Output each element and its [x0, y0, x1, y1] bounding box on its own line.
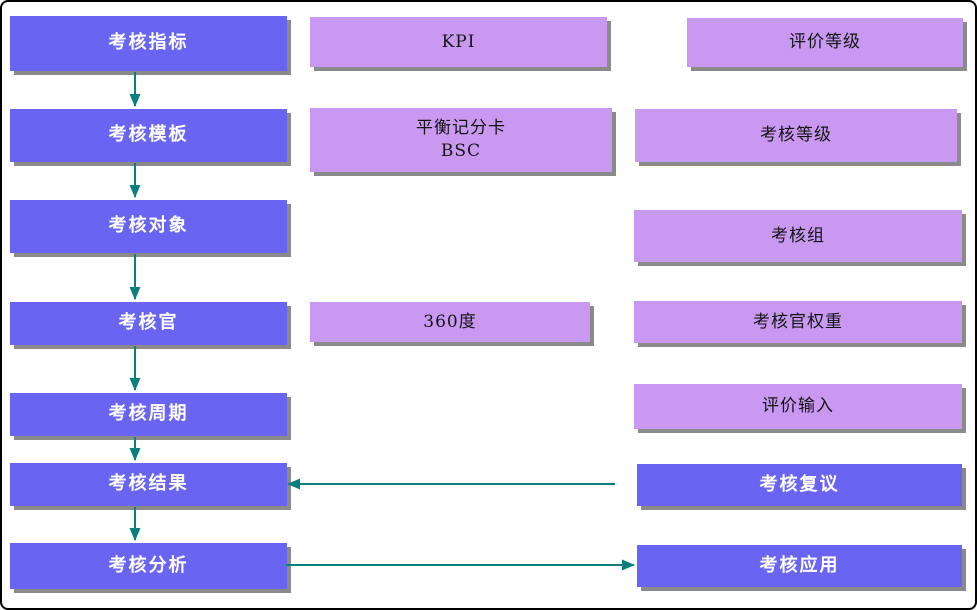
review-box-reappeal: 考核复议 [637, 464, 962, 506]
config-box-evaluation-input: 评价输入 [634, 384, 962, 429]
flow-step-result: 考核结果 [10, 463, 287, 506]
config-box-assessor-weight: 考核官权重 [634, 301, 962, 343]
method-box-bsc: 平衡记分卡 BSC [310, 108, 612, 172]
method-box-kpi: KPI [310, 17, 607, 67]
config-box-rating-level: 评价等级 [687, 18, 963, 67]
flow-step-object: 考核对象 [10, 200, 287, 253]
flow-step-indicators: 考核指标 [10, 16, 287, 71]
config-box-assessment-level: 考核等级 [635, 109, 957, 162]
flow-step-template: 考核模板 [10, 109, 287, 162]
flow-step-analysis: 考核分析 [10, 543, 287, 589]
flow-step-assessor: 考核官 [10, 302, 287, 345]
config-box-assessment-group: 考核组 [634, 210, 962, 262]
flow-step-cycle: 考核周期 [10, 393, 287, 436]
method-box-360: 360度 [310, 302, 590, 342]
review-box-application: 考核应用 [637, 545, 962, 587]
